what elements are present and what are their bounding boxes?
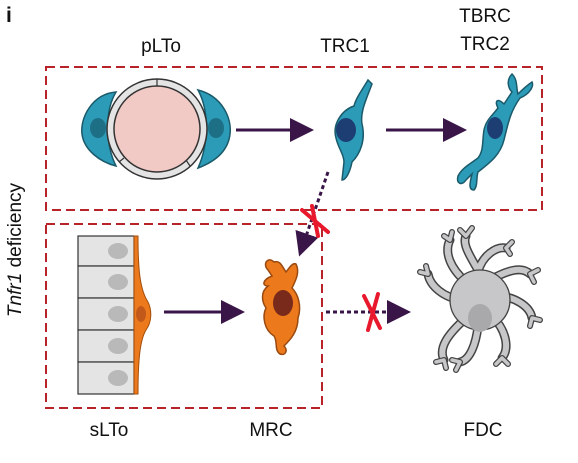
sLTo-tissue <box>77 235 152 395</box>
top-dashed-box <box>45 66 543 211</box>
TRC2-cell <box>456 72 534 191</box>
label-TRC2: TRC2 <box>460 34 510 55</box>
block-cross-MRC-FDC <box>362 292 382 332</box>
label-sLTo: sLTo <box>89 420 129 441</box>
label-TBRC: TBRC <box>459 6 511 27</box>
FDC-cell <box>417 225 543 373</box>
TRC1-cell <box>334 78 373 181</box>
label-FDC: FDC <box>463 420 503 441</box>
label-MRC: MRC <box>249 420 293 441</box>
block-cross-TRC1-MRC <box>300 204 330 238</box>
MRC-cell <box>261 259 301 356</box>
panel-letter: i <box>6 4 12 27</box>
label-pLTo: pLTo <box>141 36 181 57</box>
dashed-arrow-TRC1-to-MRC <box>295 171 330 257</box>
bottom-dashed-box <box>45 223 323 409</box>
pLTo-cell <box>81 78 231 180</box>
label-TRC1: TRC1 <box>320 36 370 57</box>
